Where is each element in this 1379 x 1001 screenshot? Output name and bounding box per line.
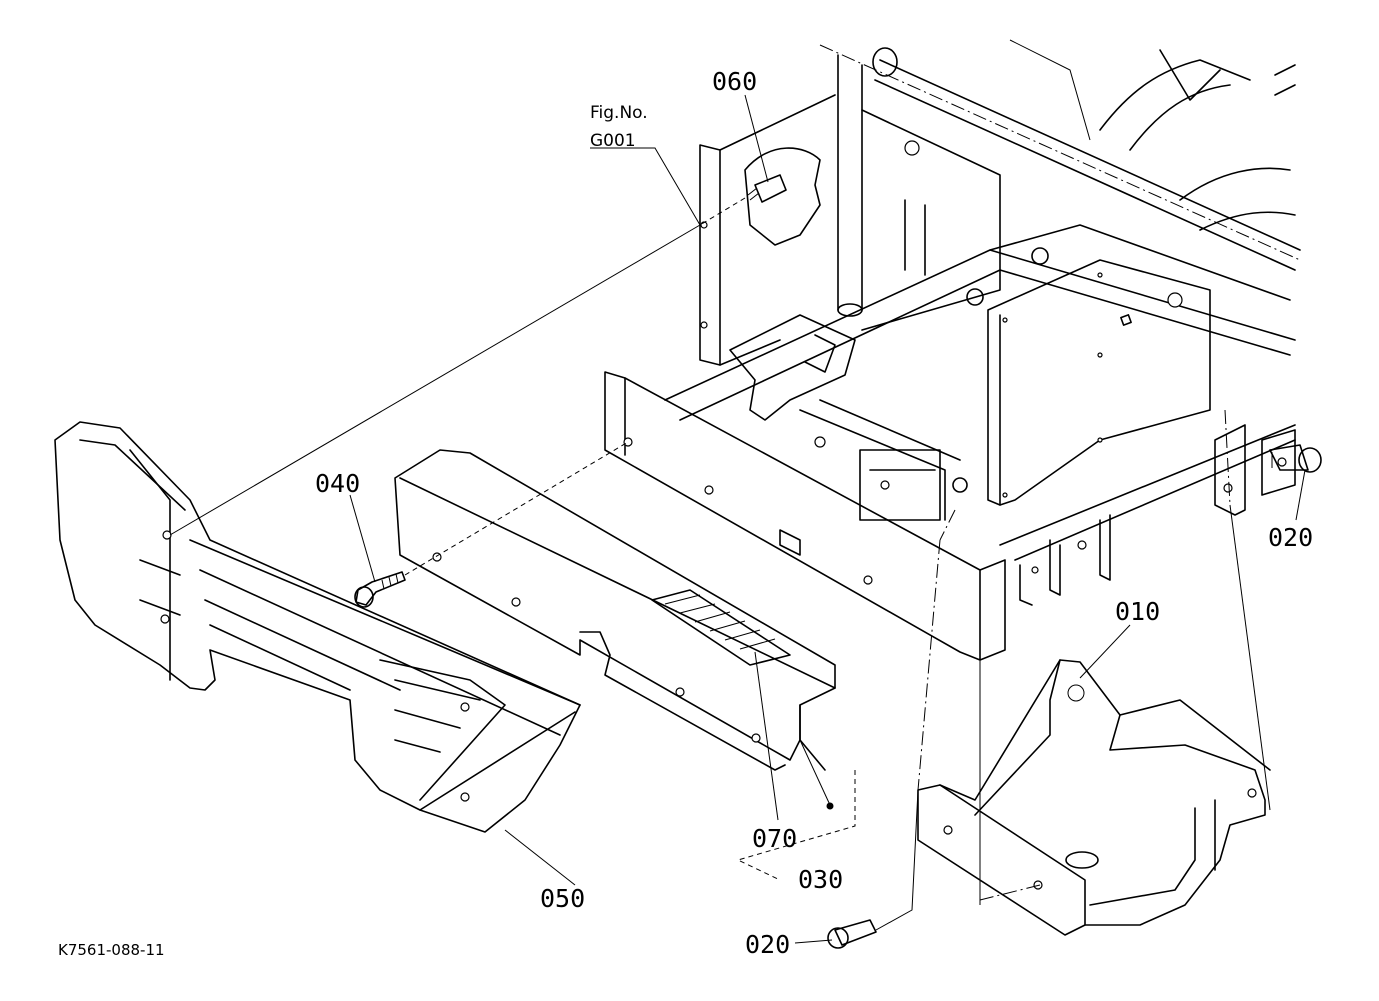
figure-ref-line2: G001: [590, 131, 636, 151]
callout-010: 010: [1115, 597, 1160, 626]
callout-060: 060: [712, 67, 757, 96]
bolt-020-bottom: [827, 919, 877, 949]
bolt-040: [354, 571, 406, 608]
callout-020-bottom: 020: [745, 930, 790, 959]
vehicle-frame: [664, 39, 1301, 606]
callout-070: 070: [752, 824, 797, 853]
callout-040: 040: [315, 469, 360, 498]
figure-ref-line1: Fig.No.: [590, 103, 648, 123]
drawing-id: K7561-088-11: [58, 941, 165, 959]
callout-020-right: 020: [1268, 523, 1313, 552]
bolt-060: [744, 147, 821, 246]
callout-030: 030: [798, 865, 843, 894]
leader-lines: [169, 94, 1306, 944]
bolt-020-right: [1269, 444, 1322, 473]
front-bumper-050: [54, 421, 581, 833]
callout-050: 050: [540, 884, 585, 913]
decal-070: [651, 589, 791, 666]
callout-labels: Fig.No. G001 060 040 020 010 070 030 050…: [58, 67, 1313, 959]
bumper-mount-030: [394, 449, 836, 771]
skid-bracket-010: [917, 659, 1271, 936]
front-frame-plate: [604, 371, 1006, 661]
